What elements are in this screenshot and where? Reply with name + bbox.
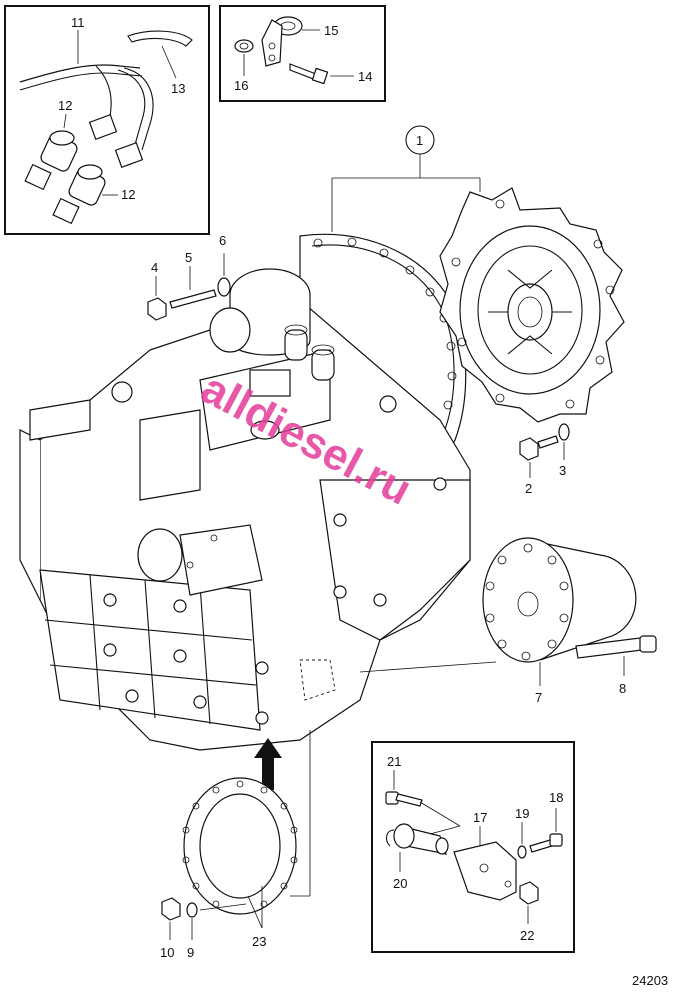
stud-assembly: 4 5 6 xyxy=(147,233,231,321)
gearbox-housing xyxy=(19,233,471,751)
label-19: 19 xyxy=(515,806,529,821)
label-22: 22 xyxy=(520,928,534,943)
valve-block xyxy=(139,349,331,501)
label-2: 2 xyxy=(525,481,532,496)
label-16: 16 xyxy=(234,78,248,93)
figure-number: 24203 xyxy=(632,973,668,988)
solenoid-valve xyxy=(209,268,335,381)
inset-bracket: 15 14 16 xyxy=(219,5,386,102)
label-3: 3 xyxy=(559,463,566,478)
coupling-bolt: 2 3 xyxy=(519,423,570,496)
inset-speed-sensor: 21 17 19 18 20 22 xyxy=(371,741,575,953)
sensor-a xyxy=(24,130,78,191)
callout-1: 1 xyxy=(331,125,481,232)
toothed-ring: 10 9 23 xyxy=(160,730,311,960)
label-20: 20 xyxy=(393,876,407,891)
label-8: 8 xyxy=(619,681,626,696)
mounting-plate xyxy=(39,569,269,731)
label-17: 17 xyxy=(473,810,487,825)
label-15: 15 xyxy=(324,23,338,38)
label-11: 11 xyxy=(71,15,85,30)
output-flange: 7 8 xyxy=(359,537,657,705)
label-4: 4 xyxy=(151,260,158,275)
label-13: 13 xyxy=(171,81,185,96)
label-14: 14 xyxy=(358,69,372,84)
housing-rim-bolts xyxy=(313,237,457,437)
assembly-arrow xyxy=(254,738,282,790)
label-7: 7 xyxy=(535,690,542,705)
label-12b: 12 xyxy=(121,187,135,202)
ring-teeth xyxy=(182,780,298,908)
label-5: 5 xyxy=(185,250,192,265)
label-23: 23 xyxy=(252,934,266,949)
flexible-coupling xyxy=(439,187,625,423)
inset-sensor-harness: 11 12 12 13 xyxy=(4,5,210,235)
label-18: 18 xyxy=(549,790,563,805)
label-10: 10 xyxy=(160,945,174,960)
label-6: 6 xyxy=(219,233,226,248)
label-12a: 12 xyxy=(58,98,72,113)
oil-pump xyxy=(137,524,263,596)
label-9: 9 xyxy=(187,945,194,960)
sensor-b xyxy=(52,164,106,225)
label-1: 1 xyxy=(416,133,423,148)
label-21: 21 xyxy=(387,754,401,769)
